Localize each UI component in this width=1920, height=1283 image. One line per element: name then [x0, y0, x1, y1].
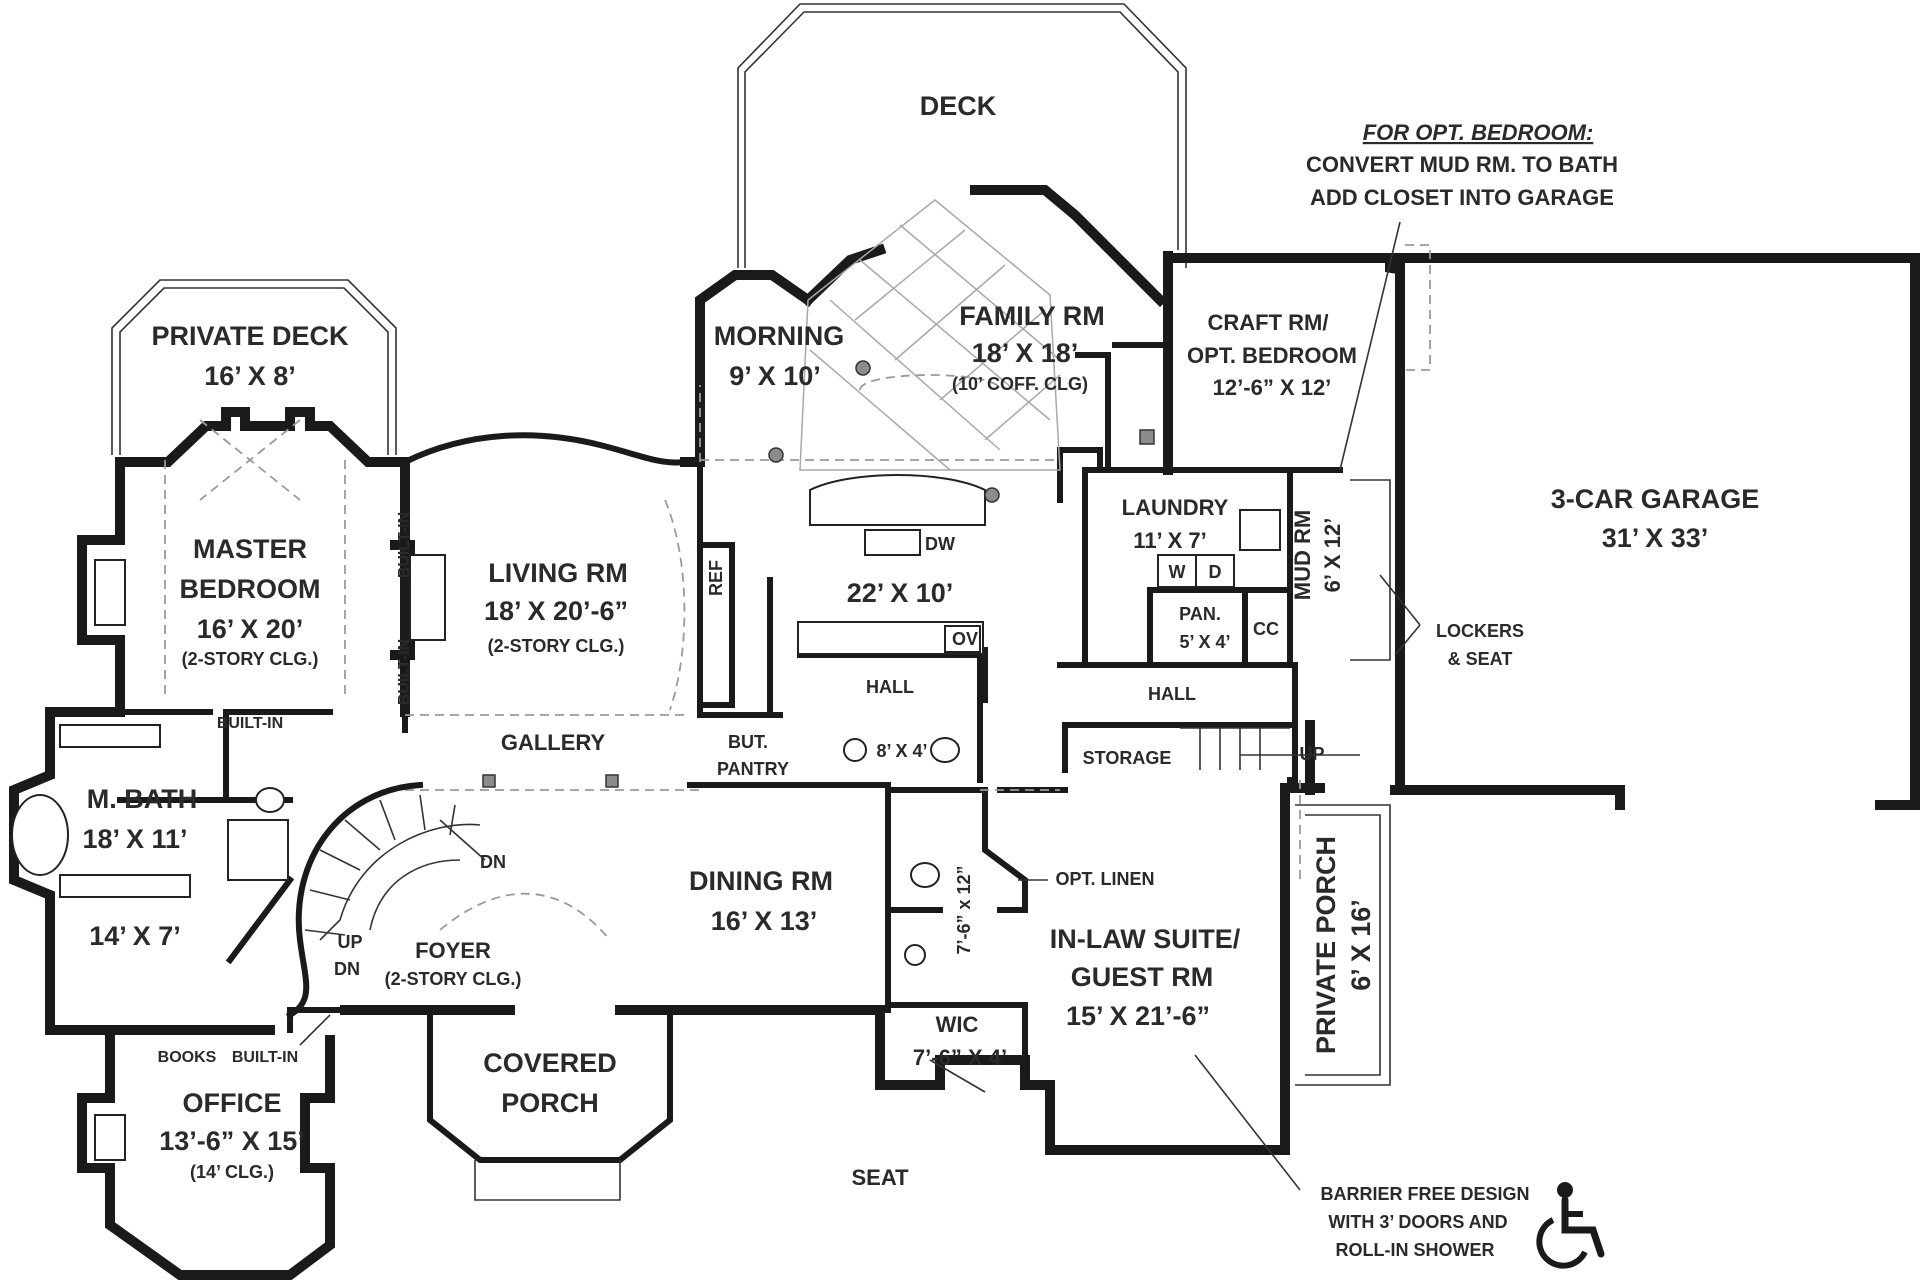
mud-room-size: 6’ X 12’ [1320, 518, 1345, 593]
built-in-label-master: BUILT-IN [217, 715, 283, 732]
laundry-size: 11’ X 7’ [1133, 528, 1206, 553]
private-deck-name: PRIVATE DECK [151, 321, 349, 351]
dn-label-spiral: DN [480, 852, 506, 872]
opt-note-title: FOR OPT. BEDROOM: [1363, 120, 1594, 145]
dishwasher-label: DW [925, 534, 955, 554]
coffered-ceiling [799, 199, 1061, 471]
inlaw-suite-line1: IN-LAW SUITE/ [1050, 924, 1241, 954]
master-bedroom-line1: MASTER [193, 534, 307, 564]
inlaw-suite-line2: GUEST RM [1071, 962, 1214, 992]
built-in-label-office: BUILT-IN [232, 1049, 298, 1066]
kitchen-size: 22’ X 10’ [847, 578, 954, 608]
dryer-label: D [1209, 562, 1222, 582]
oven-label: OV [952, 629, 978, 649]
private-deck-size: 16’ X 8’ [204, 361, 296, 391]
storage-label: STORAGE [1083, 748, 1172, 768]
lockers-line2: & SEAT [1448, 649, 1513, 669]
family-room-name: FAMILY RM [959, 301, 1105, 331]
mud-room-name: MUD RM [1290, 510, 1315, 600]
washer-label: W [1169, 562, 1186, 582]
private-porch-size: 6’ X 16’ [1346, 899, 1376, 991]
craft-room-line2: OPT. BEDROOM [1187, 343, 1357, 368]
coat-closet-label: CC [1253, 619, 1279, 639]
foyer-note: (2-STORY CLG.) [385, 969, 522, 989]
ref-label: REF [706, 560, 726, 596]
master-bedroom-line2: BEDROOM [180, 574, 321, 604]
pantry-name: PAN. [1179, 604, 1221, 624]
seat-label: SEAT [851, 1165, 909, 1190]
opt-note-line-3: ADD CLOSET INTO GARAGE [1310, 185, 1614, 210]
up-label-garage: UP [1299, 744, 1324, 764]
master-bath-size: 18’ X 11’ [82, 824, 187, 854]
built-in-label-upper: BUILT-IN [396, 512, 413, 578]
garage-stair [1180, 479, 1391, 770]
master-bath-name: M. BATH [87, 784, 197, 814]
covered-porch-outline [427, 1007, 673, 1201]
laundry-name: LAUNDRY [1122, 495, 1229, 520]
master-bedroom-note: (2-STORY CLG.) [182, 649, 319, 669]
craft-room-size: 12’-6” X 12’ [1213, 375, 1332, 400]
master-closet-size: 14’ X 7’ [89, 921, 181, 951]
master-bedroom-size: 16’ X 20’ [197, 614, 304, 644]
private-porch-outline [1295, 804, 1391, 1086]
opt-linen-label: OPT. LINEN [1055, 869, 1154, 889]
garage-size: 31’ X 33’ [1602, 523, 1709, 553]
up-label-spiral: UP [337, 932, 362, 952]
barrier-free-line2: WITH 3’ DOORS AND [1328, 1212, 1507, 1232]
pantry-size: 5’ X 4’ [1179, 632, 1230, 652]
gallery-label: GALLERY [501, 730, 606, 755]
exterior-walls [9, 185, 1920, 1280]
living-room-name: LIVING RM [488, 558, 628, 588]
barrier-free-line1: BARRIER FREE DESIGN [1320, 1184, 1529, 1204]
barrier-free-line3: ROLL-IN SHOWER [1336, 1240, 1495, 1260]
wic-size: 7’-6” X 4’ [913, 1045, 1007, 1070]
butler-pantry-line1: BUT. [728, 732, 768, 752]
fixtures [11, 360, 1281, 1161]
morning-name: MORNING [714, 321, 845, 351]
dining-room-name: DINING RM [689, 866, 833, 896]
deck-label: DECK [920, 91, 997, 121]
office-name: OFFICE [183, 1088, 282, 1118]
leader-lines [299, 221, 1421, 1191]
hall-label-kitchen: HALL [866, 677, 914, 697]
living-room-note: (2-STORY CLG.) [488, 636, 625, 656]
morning-size: 9’ X 10’ [729, 361, 821, 391]
dn-label-lower: DN [334, 959, 360, 979]
private-deck-outline [111, 279, 397, 455]
office-note: (14’ CLG.) [190, 1162, 274, 1182]
deck-outline [737, 3, 1187, 268]
built-in-label-lower: BUILT-IN [396, 639, 413, 705]
powder-room-size: 8’ X 4’ [876, 741, 927, 761]
private-porch-name: PRIVATE PORCH [1311, 836, 1341, 1054]
butler-pantry-line2: PANTRY [717, 759, 789, 779]
books-label: BOOKS [158, 1049, 217, 1066]
covered-porch-line1: COVERED [483, 1048, 617, 1078]
lockers-line1: LOCKERS [1436, 621, 1524, 641]
foyer-name: FOYER [415, 938, 491, 963]
hall-label-laundry: HALL [1148, 684, 1196, 704]
family-room-note: (10’ COFF. CLG) [952, 374, 1088, 394]
wheelchair-icon [1536, 1182, 1605, 1269]
wic-name: WIC [936, 1012, 979, 1037]
inlaw-suite-size: 15’ X 21’-6” [1066, 1001, 1210, 1031]
spiral-stair [285, 781, 481, 1020]
living-room-size: 18’ X 20’-6” [484, 596, 628, 626]
craft-room-line1: CRAFT RM/ [1208, 310, 1329, 335]
office-size: 13’-6” X 15’ [159, 1126, 305, 1156]
covered-porch-line2: PORCH [501, 1088, 599, 1118]
garage-name: 3-CAR GARAGE [1551, 484, 1760, 514]
dashed-lines [164, 244, 1431, 941]
family-room-size: 18’ X 18’ [972, 338, 1079, 368]
dining-room-size: 16’ X 13’ [711, 906, 818, 936]
suite-bath-size: 7’-6” x 12” [954, 865, 974, 954]
opt-note-line-2: CONVERT MUD RM. TO BATH [1306, 152, 1618, 177]
